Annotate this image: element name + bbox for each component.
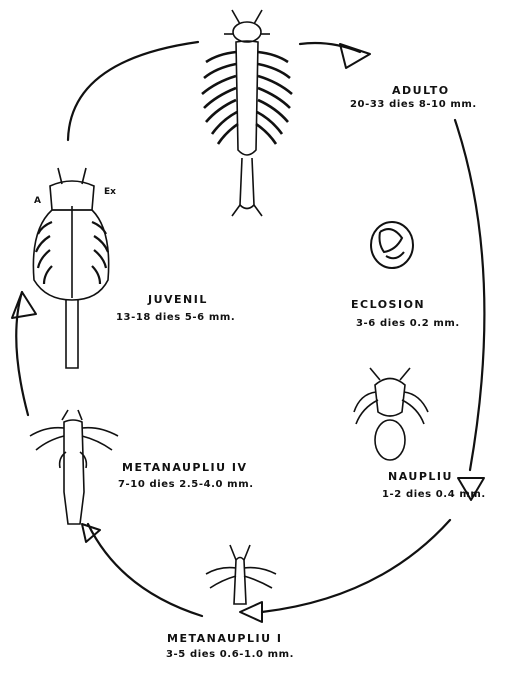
naupliu-detail: 1-2 dies 0.4 mm.: [382, 489, 486, 500]
juvenil-illustration: [33, 168, 108, 368]
metanaupliu-iv-detail: 7-10 dies 2.5-4.0 mm.: [118, 479, 254, 490]
adulto-label: ADULTO: [392, 84, 450, 97]
eclosion-label: ECLOSION: [351, 298, 425, 311]
arrowhead-bottom: [240, 602, 262, 622]
arc-right-descending: [455, 120, 484, 470]
arc-meta1-to-meta4: [88, 524, 202, 616]
metanaupliu-i-illustration: [206, 545, 276, 604]
metanaupliu-iv-label: METANAUPLIU IV: [122, 461, 247, 474]
arc-meta4-to-juvenil: [16, 292, 28, 415]
adulto-detail: 20-33 dies 8-10 mm.: [350, 99, 477, 110]
metanaupliu-i-label: METANAUPLIU I: [167, 632, 282, 645]
juvenil-tag-right: Ex: [104, 187, 116, 197]
juvenil-detail: 13-18 dies 5-6 mm.: [116, 312, 235, 323]
naupliu-label: NAUPLIU: [388, 470, 453, 483]
arc-naupliu-to-meta1: [262, 520, 450, 612]
eclosion-detail: 3-6 dies 0.2 mm.: [356, 318, 460, 329]
metanaupliu-iv-illustration: [30, 410, 118, 524]
adult-illustration: [202, 10, 292, 216]
egg-illustration: [371, 222, 413, 268]
juvenil-tag-left: A: [34, 196, 41, 206]
arrowhead-left: [12, 292, 36, 318]
arc-juvenil-to-adult: [68, 42, 198, 140]
naupliu-illustration: [354, 368, 428, 460]
juvenil-label: JUVENIL: [148, 293, 208, 306]
metanaupliu-i-detail: 3-5 dies 0.6-1.0 mm.: [166, 649, 294, 660]
